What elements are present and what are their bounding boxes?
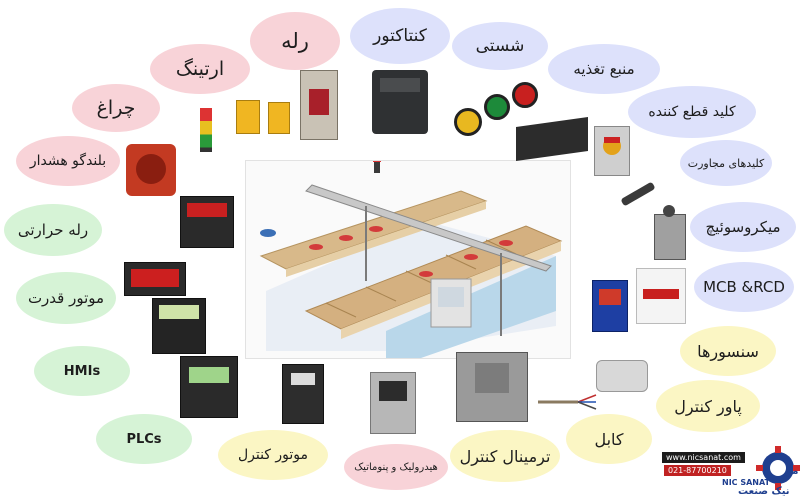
bubble-plcs[interactable]: PLCs: [96, 414, 192, 464]
bubble-motor-control[interactable]: موتور کنترل: [218, 430, 328, 480]
bubble-motor-ghodrat[interactable]: موتور قدرت: [16, 272, 116, 324]
bubble-label: PLCs: [126, 431, 162, 447]
pressure-switch-device: [370, 372, 416, 434]
bubble-cheragh[interactable]: چراغ: [72, 84, 160, 132]
contactor-device: [372, 70, 428, 134]
bubble-power-control[interactable]: پاور کنترل: [656, 380, 760, 432]
micro-switch-device: [654, 205, 686, 260]
gear-icon: [756, 446, 800, 490]
proximity-sensor-device: [620, 181, 656, 207]
hmi-device: [152, 298, 206, 354]
bubble-earthing[interactable]: ارتینگ: [150, 44, 250, 94]
bubble-label: میکروسوئیچ: [705, 218, 781, 236]
bubble-kabel[interactable]: کابل: [566, 414, 652, 464]
tower-light-device: [200, 108, 212, 152]
bubble-manba-taghzie[interactable]: منبع تغذیه: [548, 44, 660, 94]
bubble-label: کابل: [594, 429, 624, 449]
bubble-label: MCB &RCD: [703, 278, 785, 296]
bubble-label: موتور کنترل: [237, 447, 309, 463]
plc-device: [180, 356, 238, 418]
push-button-red: [512, 82, 538, 108]
relay-device: [236, 100, 260, 134]
bubble-label: موتور قدرت: [27, 289, 105, 307]
bubble-kontaktor[interactable]: کنتاکتور: [350, 8, 450, 64]
logo-brand-en: NIC SANAT: [722, 478, 771, 487]
bubble-hmis[interactable]: HMIs: [34, 346, 130, 396]
bubble-label: HMIs: [63, 363, 101, 379]
horn-device: [126, 144, 176, 196]
terminal-block-device: [456, 352, 528, 422]
digital-display-device: [124, 262, 186, 296]
bubble-label: کلید قطع کننده: [648, 104, 736, 120]
cable-gland-device: [596, 360, 648, 392]
bubble-label: کنتاکتور: [373, 26, 427, 46]
bubble-label: ترمینال کنترل: [459, 446, 551, 466]
temp-controller-device: [180, 196, 234, 248]
conveyor-illustration: [259, 157, 563, 358]
bubble-label: رله حرارتی: [17, 221, 89, 239]
bubble-mikrosvich[interactable]: میکروسوئیچ: [690, 202, 796, 252]
bubble-label: پاور کنترل: [674, 396, 742, 416]
bubble-label: رله: [281, 29, 309, 53]
push-button-yellow: [454, 108, 482, 136]
logo-brand-fa: نیک صنعت: [738, 486, 790, 497]
mcb-device: [636, 268, 686, 324]
logo-brand-prefix: مو: [786, 466, 799, 477]
bubble-kelid-mojaverat[interactable]: کلیدهای مجاورت: [680, 140, 772, 186]
bubble-sensorha[interactable]: سنسورها: [680, 326, 776, 376]
bubble-label: چراغ: [96, 97, 136, 119]
relay-device-2: [268, 102, 290, 134]
bubble-label: کلیدهای مجاورت: [687, 156, 765, 170]
bubble-rele-harati[interactable]: رله حرارتی: [4, 204, 102, 256]
bubble-hydraulic[interactable]: هیدرولیک و پنوماتیک: [344, 444, 448, 490]
bubble-label: هیدرولیک و پنوماتیک: [354, 461, 438, 473]
bubble-label: سنسورها: [697, 341, 759, 361]
bubble-label: شستی: [475, 36, 525, 56]
bubble-label: ارتینگ: [175, 58, 225, 80]
drive-device: [282, 364, 324, 424]
relay-module: [300, 70, 338, 140]
logo-url[interactable]: www.nicsanat.com: [662, 452, 745, 463]
photo-sensor-device: [592, 280, 628, 332]
bubble-mcb-rcd[interactable]: MCB &RCD: [694, 262, 794, 312]
bubble-label: بلندگو هشدار: [29, 153, 107, 169]
disconnect-switch-device: [594, 126, 630, 176]
bubble-terminal[interactable]: ترمینال کنترل: [450, 430, 560, 482]
power-supply-device: [516, 116, 588, 162]
bubble-boland-gu[interactable]: بلندگو هشدار: [16, 136, 120, 186]
bubble-shasti[interactable]: شستی: [452, 22, 548, 70]
push-button-green: [484, 94, 510, 120]
bubble-kelid-ghat[interactable]: کلید قطع کننده: [628, 86, 756, 138]
bubble-label: منبع تغذیه: [573, 60, 635, 78]
conveyor-illustration-panel: [245, 157, 571, 359]
bubble-rele[interactable]: رله: [250, 12, 340, 70]
logo-phone: 021-87700210: [664, 465, 731, 476]
cable-device: [538, 394, 597, 410]
